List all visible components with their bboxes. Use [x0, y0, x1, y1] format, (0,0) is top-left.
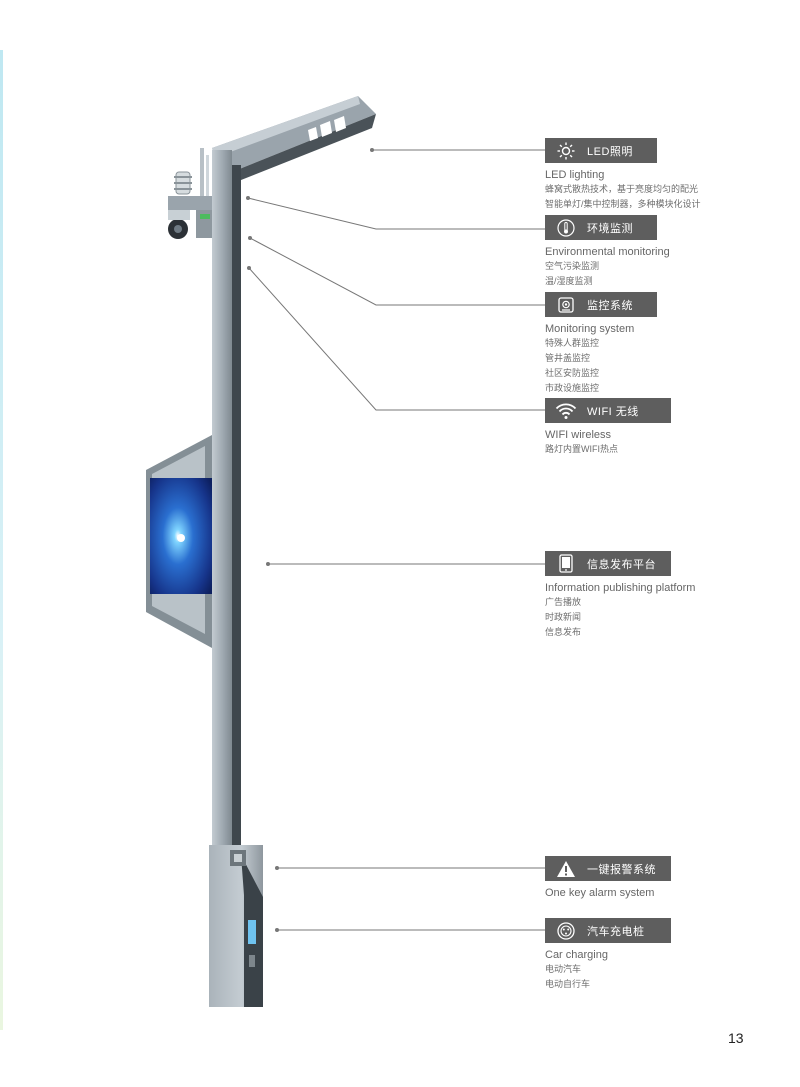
feature-cn-line: 特殊人群监控: [545, 338, 600, 348]
feature-en-title: Information publishing platform: [545, 582, 696, 594]
feature-en-title: One key alarm system: [545, 887, 655, 899]
feature-information-publishing: 信息发布平台 Information publishing platform 广…: [545, 551, 695, 639]
leader-line-monitor: [249, 237, 545, 306]
feature-cn-line: 路灯内置WIFI热点: [545, 444, 618, 454]
tablet-icon: [553, 554, 579, 573]
feature-en-title: Environmental monitoring: [545, 246, 670, 258]
feature-badge-label: 监控系统: [587, 299, 633, 312]
feature-cn-line: 广告播放: [545, 597, 582, 607]
feature-badge: LED照明: [545, 138, 657, 163]
feature-led-lighting: LED照明 LED lighting 蜂窝式散热技术，基于亮度均匀的配光 智能单…: [545, 138, 701, 211]
pole-base: [209, 845, 263, 1007]
feature-en-title: Car charging: [545, 949, 608, 961]
feature-cn-line: 温/湿度监测: [545, 276, 593, 286]
sun-icon: [553, 141, 579, 160]
charger-icon: [553, 921, 579, 940]
feature-one-key-alarm: 一键报警系统 One key alarm system: [545, 856, 671, 899]
feature-badge: 环境监测: [545, 215, 657, 240]
page-edge-strip: [0, 50, 3, 1030]
feature-badge-label: 信息发布平台: [587, 558, 656, 571]
feature-en-title: Monitoring system: [545, 323, 635, 335]
feature-cn-line: 蜂窝式散热技术，基于亮度均匀的配光: [545, 184, 699, 194]
lamp-arm: [212, 96, 376, 182]
feature-car-charging: 汽车充电桩 Car charging 电动汽车 电动自行车: [545, 918, 671, 991]
feature-cn-line: 电动汽车: [545, 964, 582, 974]
leader-dot-monitor: [248, 236, 252, 240]
camera-icon: [553, 295, 579, 314]
feature-cn-line: 信息发布: [545, 627, 582, 637]
thermometer-icon: [553, 218, 579, 237]
leader-dot-alarm: [275, 866, 279, 870]
info-screen: [146, 435, 212, 648]
feature-badge: 监控系统: [545, 292, 657, 317]
feature-cn-line: 社区安防监控: [545, 368, 600, 378]
feature-en-title: LED lighting: [545, 169, 605, 181]
feature-cn-line: 市政设施监控: [545, 383, 600, 393]
pole-shaft: [212, 150, 241, 855]
feature-environmental-monitoring: 环境监测 Environmental monitoring 空气污染监测 温/湿…: [545, 215, 670, 288]
page-number: 13: [728, 1030, 744, 1046]
leader-dot-led: [370, 148, 374, 152]
feature-cn-line: 智能单灯/集中控制器，多种模块化设计: [545, 199, 701, 209]
camera-bracket: [168, 148, 212, 239]
feature-en-title: WIFI wireless: [545, 429, 611, 441]
feature-badge: WIFI 无线: [545, 398, 671, 423]
feature-badge: 汽车充电桩: [545, 918, 671, 943]
warning-icon: [553, 859, 579, 878]
leader-line-wifi: [248, 267, 545, 411]
leader-dot-env: [246, 196, 250, 200]
feature-badge-label: 汽车充电桩: [587, 925, 645, 938]
feature-badge-label: 环境监测: [587, 222, 633, 235]
feature-cn-line: 空气污染监测: [545, 261, 600, 271]
feature-badge: 一键报警系统: [545, 856, 671, 881]
leader-lines: [247, 149, 545, 931]
leader-dot-wifi: [247, 266, 251, 270]
leader-line-env: [247, 197, 545, 230]
leader-dot-info: [266, 562, 270, 566]
feature-wifi-wireless: WIFI 无线 WIFI wireless 路灯内置WIFI热点: [545, 398, 671, 456]
feature-cn-line: 管井盖监控: [545, 353, 591, 363]
feature-cn-line: 时政新闻: [545, 612, 582, 622]
feature-monitoring-system: 监控系统 Monitoring system 特殊人群监控 管井盖监控 社区安防…: [545, 292, 657, 395]
feature-cn-line: 电动自行车: [545, 979, 591, 989]
feature-badge-label: LED照明: [587, 145, 633, 158]
leader-dots: [246, 148, 374, 932]
leader-dot-charging: [275, 928, 279, 932]
wifi-icon: [553, 401, 579, 420]
feature-badge: 信息发布平台: [545, 551, 671, 576]
feature-badge-label: 一键报警系统: [587, 863, 656, 876]
feature-badge-label: WIFI 无线: [587, 405, 639, 418]
